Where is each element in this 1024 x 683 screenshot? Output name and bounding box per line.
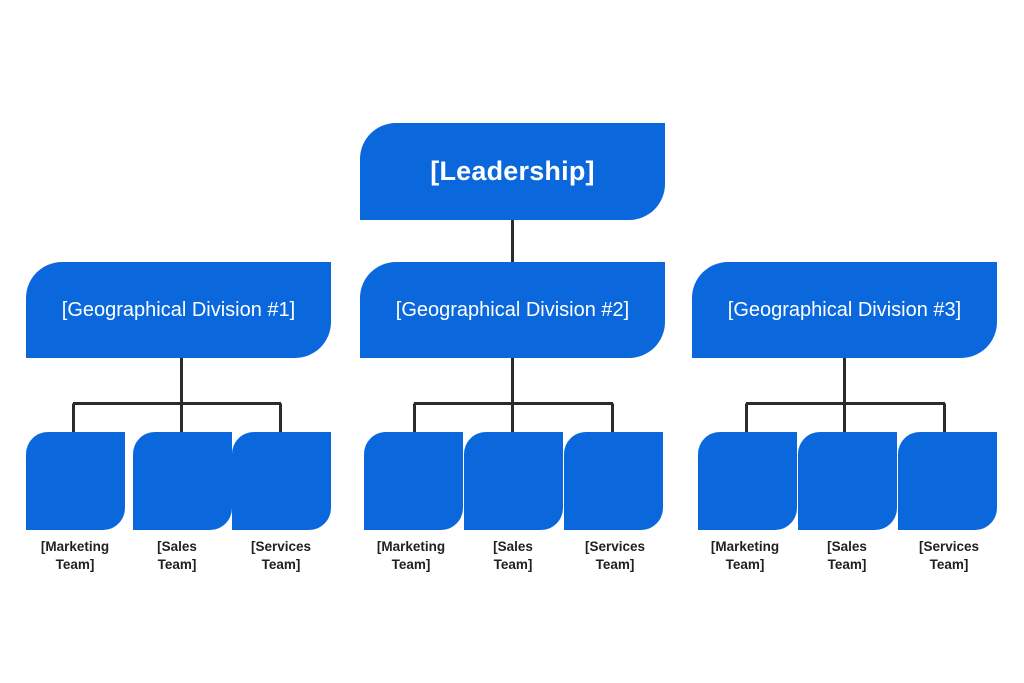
team-node-3-marketing[interactable] (698, 432, 797, 530)
team-node-2-sales[interactable] (464, 432, 563, 530)
team-node-3-sales[interactable] (798, 432, 897, 530)
division-node-2[interactable]: [Geographical Division #2] (360, 262, 665, 358)
team-caption-1-marketing: [Marketing Team] (40, 539, 110, 573)
team-caption-3-marketing: [Marketing Team] (710, 539, 780, 573)
team-caption-1-sales: [Sales Team] (157, 539, 197, 573)
team-caption-2-services: [Services Team] (584, 539, 646, 573)
team-caption-1-services: [Services Team] (250, 539, 312, 573)
leadership-label: [Leadership] (430, 155, 595, 186)
division-label-1: [Geographical Division #1] (61, 298, 296, 321)
leadership-node[interactable]: [Leadership] (360, 123, 665, 220)
team-caption-2-sales: [Sales Team] (493, 539, 533, 573)
team-node-1-sales[interactable] (133, 432, 232, 530)
team-node-2-marketing[interactable] (364, 432, 463, 530)
team-node-1-services[interactable] (232, 432, 331, 530)
team-caption-3-services: [Services Team] (918, 539, 980, 573)
team-node-2-services[interactable] (564, 432, 663, 530)
team-caption-2-marketing: [Marketing Team] (376, 539, 446, 573)
team-node-1-marketing[interactable] (26, 432, 125, 530)
division-label-3: [Geographical Division #3] (727, 298, 962, 321)
division-node-3[interactable]: [Geographical Division #3] (692, 262, 997, 358)
division-label-2: [Geographical Division #2] (395, 298, 630, 321)
team-caption-3-sales: [Sales Team] (827, 539, 867, 573)
team-node-3-services[interactable] (898, 432, 997, 530)
division-node-1[interactable]: [Geographical Division #1] (26, 262, 331, 358)
